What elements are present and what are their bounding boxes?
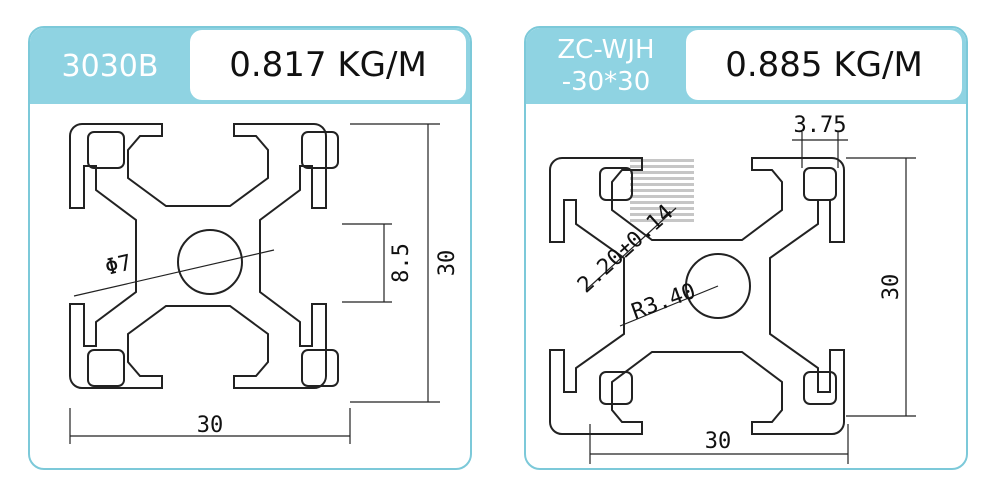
corner-hole bbox=[803, 371, 837, 405]
corner-hole bbox=[803, 167, 837, 201]
profile-outline bbox=[549, 157, 845, 435]
wall-leader bbox=[585, 207, 677, 291]
center-bore bbox=[685, 253, 751, 319]
corner-hole bbox=[599, 167, 633, 201]
radius-leader bbox=[619, 285, 719, 327]
corner-hole bbox=[599, 371, 633, 405]
qr-watermark bbox=[630, 158, 694, 222]
product-card-3030b: 3030B 0.817 KG/M 30 bbox=[28, 26, 472, 470]
corner-hole bbox=[301, 349, 339, 387]
phi-leader bbox=[73, 249, 275, 297]
profile-drawing: 30 30 3.75 R3.40 2.20±0.14 bbox=[549, 113, 916, 464]
phi-dim-text: Φ7 bbox=[103, 251, 134, 281]
corner-hole bbox=[87, 131, 125, 169]
center-bore bbox=[177, 229, 243, 295]
slot-dim-text: 8.5 bbox=[389, 243, 414, 283]
width-dim-text: 30 bbox=[705, 429, 732, 454]
corner-hole bbox=[301, 131, 339, 169]
radius-dim-text: R3.40 bbox=[628, 279, 699, 325]
weight-label: 0.817 KG/M bbox=[190, 30, 466, 100]
width-dim-text: 30 bbox=[197, 413, 224, 438]
product-card-zc-wjh: ZC-WJH -30*30 0.885 KG/M 30 30 3 bbox=[524, 26, 968, 470]
wall-dim-text: 2.20±0.14 bbox=[573, 200, 678, 298]
profile-outline bbox=[69, 123, 327, 389]
weight-label: 0.885 KG/M bbox=[686, 30, 962, 100]
height-dim-text: 30 bbox=[435, 250, 460, 277]
height-dim-text: 30 bbox=[879, 274, 904, 301]
slot-dim-text: 3.75 bbox=[794, 113, 847, 138]
profile-drawing: 30 30 8.5 Φ7 bbox=[69, 123, 460, 444]
corner-hole bbox=[87, 349, 125, 387]
model-label: ZC-WJH -30*30 bbox=[557, 35, 655, 97]
model-label: 3030B bbox=[61, 48, 159, 84]
